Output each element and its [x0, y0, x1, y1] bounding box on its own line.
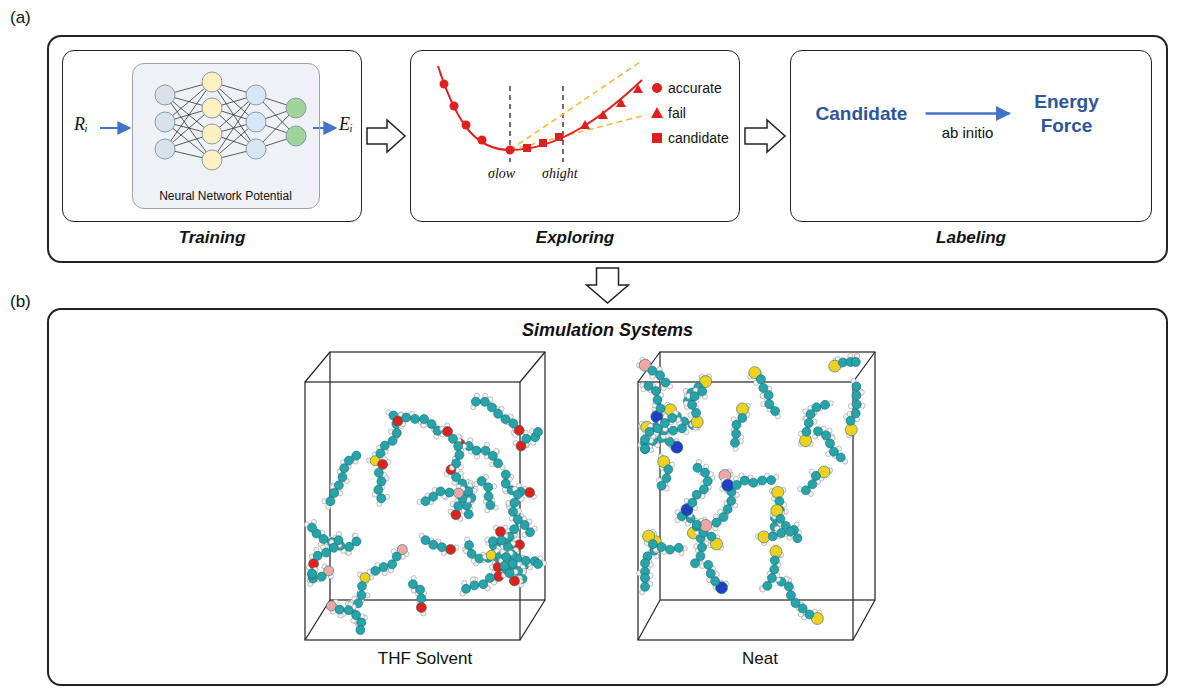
neat-box [638, 352, 875, 640]
math-symbol: Rᵢ [74, 114, 88, 135]
node-text: Labeling [791, 228, 1151, 248]
network-box: Neural Network Potential [132, 63, 320, 209]
edge-label: ab initio [940, 124, 996, 141]
legend-text: fail [668, 105, 686, 121]
node-text: Neural Network Potential [133, 189, 319, 203]
thf-system: THF Solvent [295, 345, 555, 675]
training-box: Neural Network PotentialTraining [62, 50, 362, 222]
node-text: Exploring [411, 228, 739, 248]
threshold-label: σlow [488, 166, 515, 182]
systems-panel: THF SolventNeat(b)Simulation Systems [47, 308, 1168, 686]
workflow-panel: Neural Network PotentialTrainingExplorin… [47, 35, 1168, 263]
math-symbol: Eᵢ [339, 114, 353, 135]
legend-item: candidate [650, 130, 729, 146]
node-text: Energy Force [1018, 90, 1116, 138]
node-text: Neat [630, 649, 890, 669]
legend-symbol [650, 131, 664, 145]
candidate-node: Candidate [806, 100, 918, 128]
panel-letter: (a) [10, 8, 31, 28]
energy-force-node: Energy Force [1018, 88, 1116, 140]
threshold-label: σhight [542, 166, 578, 182]
node-text: Candidate [816, 102, 908, 126]
legend-item: fail [650, 105, 686, 121]
panel-letter: (b) [10, 292, 31, 312]
flow-arrow [367, 120, 405, 152]
thf-box [305, 352, 545, 640]
thf-molecules [304, 393, 546, 634]
flow-arrow [587, 268, 629, 303]
neat-system: Neat [630, 345, 890, 675]
network-ground [132, 63, 320, 209]
energy-plot [438, 62, 643, 162]
arrow-line [926, 112, 1010, 115]
node-text: Simulation Systems [49, 320, 1166, 341]
output-arrow [313, 127, 336, 129]
legend-item: accurate [650, 80, 722, 96]
neat-molecules [637, 353, 866, 624]
legend-text: accurate [668, 80, 722, 96]
node-text: THF Solvent [295, 649, 555, 669]
input-arrow [100, 127, 130, 129]
node-text: Training [63, 228, 361, 248]
flow-arrow [745, 120, 785, 152]
network-graph [155, 72, 306, 170]
legend-text: candidate [668, 130, 729, 146]
legend-symbol [650, 81, 664, 95]
legend-symbol [650, 106, 664, 120]
